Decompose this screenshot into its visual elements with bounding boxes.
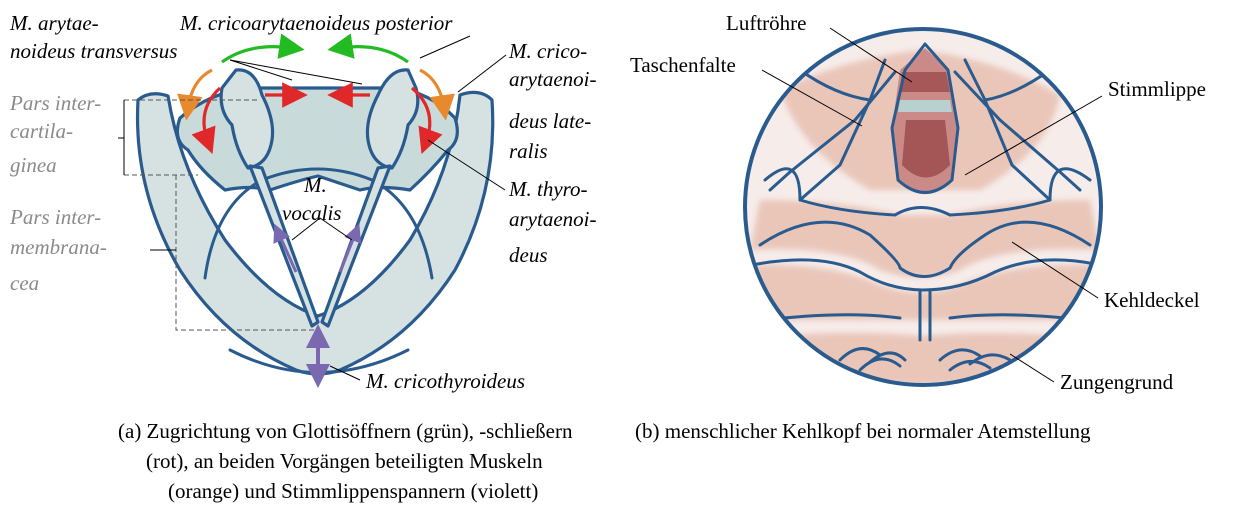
label-vocalis-1: M. [303, 173, 327, 197]
trachea-upper [900, 72, 950, 92]
trachea-deep [902, 120, 950, 178]
label-kehldeckel: Kehldeckel [1104, 288, 1200, 312]
label-lateralis-3: deus late- [509, 109, 591, 133]
label-pars-inter-2: cartila- [10, 119, 73, 143]
label-taschenfalte: Taschenfalte [630, 53, 736, 77]
leader-lateralis [458, 55, 506, 92]
caption-b: (b) menschlicher Kehlkopf bei normaler A… [635, 419, 1091, 443]
label-pars-memb-1: Pars inter- [9, 205, 101, 229]
caption-a-line-1: (a) Zugrichtung von Glottisöffnern (grün… [118, 419, 573, 443]
label-cricothyroideus: M. cricothyroideus [365, 369, 525, 393]
label-pars-inter-3: ginea [10, 153, 57, 177]
opener-arrow-left [222, 47, 292, 62]
caption-a-line-2: (rot), an beiden Vorgängen beteiligten M… [146, 449, 543, 473]
caption-a: (a) Zugrichtung von Glottisöffnern (grün… [118, 419, 573, 503]
label-pars-inter-1: Pars inter- [9, 91, 101, 115]
label-arytaenoideus-2: noideus transversus [10, 39, 177, 63]
label-arytaenoideus-1: M. arytae- [9, 11, 99, 35]
label-lateralis-2: arytaenoi- [509, 67, 596, 91]
opener-arrow-right [340, 47, 408, 62]
larynx-view [745, 28, 1102, 385]
label-pars-memb-2: membrana- [10, 235, 107, 259]
label-cricoary-posterior: M. cricoarytaenoideus posterior [179, 11, 453, 35]
label-thyro-2: arytaenoi- [509, 207, 596, 231]
label-zungengrund: Zungengrund [1060, 370, 1174, 394]
label-pars-memb-3: cea [10, 271, 39, 295]
label-thyro-3: deus [509, 243, 548, 267]
caption-a-line-3: (orange) und Stimmlippenspannern (violet… [168, 479, 538, 503]
label-lateralis-4: ralis [509, 139, 548, 163]
bracket-line [118, 100, 124, 175]
leader-posterior [420, 36, 470, 58]
label-vocalis-2: vocalis [282, 201, 341, 225]
trachea-ring [898, 100, 952, 112]
leader-zungengrund [1010, 354, 1054, 382]
label-luftroehre: Luftröhre [726, 11, 806, 35]
label-stimmlippe: Stimmlippe [1108, 77, 1206, 101]
label-lateralis-1: M. crico- [508, 39, 587, 63]
label-thyro-1: M. thyro- [508, 177, 588, 201]
